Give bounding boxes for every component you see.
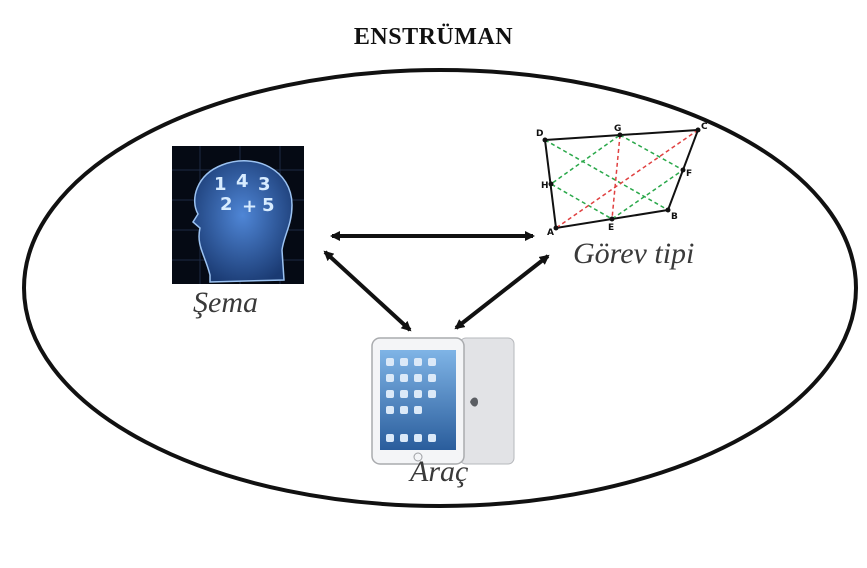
instrument-ellipse [22, 68, 858, 508]
arrow-sema-arac [323, 250, 412, 332]
node-label-gorev-tipi: Görev tipi [573, 237, 695, 270]
head-digit: 3 [258, 174, 271, 195]
arrow-gorev-arac [454, 254, 550, 330]
vertex-label: D [536, 129, 543, 139]
quadrilateral-geometry-icon: D G C H F A E B [536, 122, 708, 238]
tablet-device-icon [371, 337, 515, 465]
vertex-label: A [547, 228, 554, 238]
vertex-label: B [671, 212, 678, 222]
vertex-label: E [608, 223, 614, 233]
vertex-label: H [541, 181, 549, 191]
head-digit: 4 [236, 171, 249, 192]
head-digit: 1 [214, 174, 227, 195]
relation-arrows [323, 231, 550, 332]
head-digit: + [242, 196, 257, 217]
vertex-label: F [686, 169, 692, 179]
brain-head-icon: 1 4 3 2 + 5 [172, 146, 304, 284]
node-label-arac: Araç [410, 455, 469, 488]
head-digit: 2 [220, 194, 233, 215]
node-label-sema: Şema [193, 286, 258, 319]
vertex-label: G [614, 124, 621, 134]
head-digit: 5 [262, 195, 275, 216]
vertex-label: C [701, 122, 708, 132]
diagram-title: ENSTRÜMAN [353, 24, 514, 50]
